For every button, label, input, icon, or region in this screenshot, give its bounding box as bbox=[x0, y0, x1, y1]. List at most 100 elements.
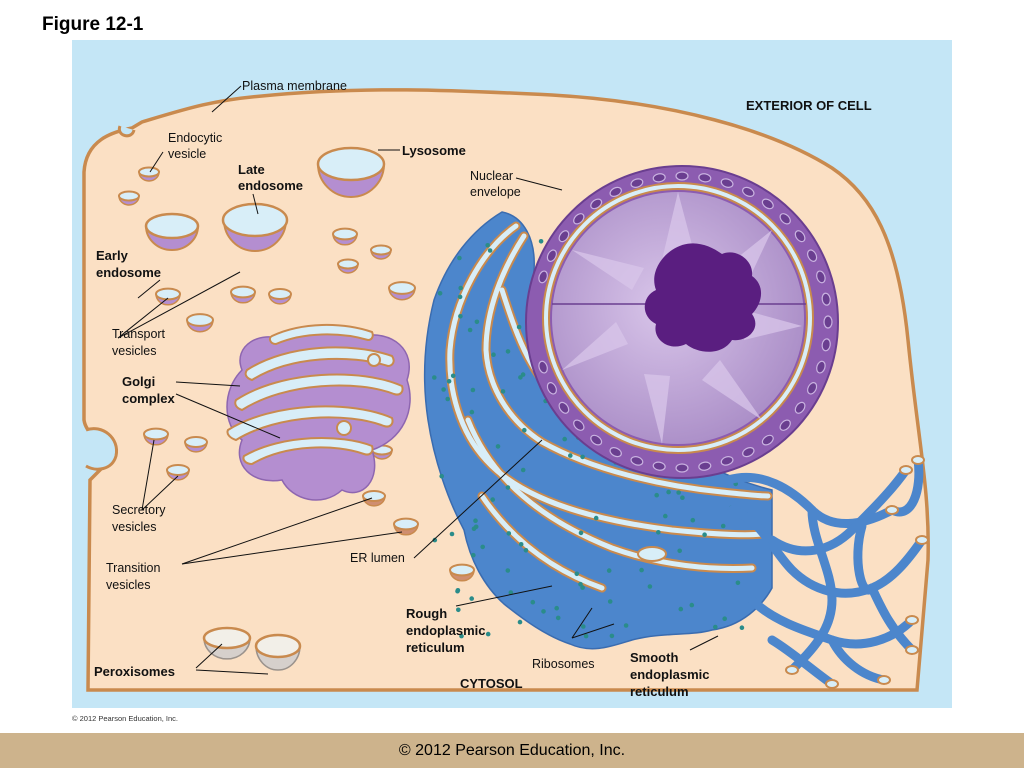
ribosome bbox=[578, 581, 583, 587]
ribosome bbox=[690, 517, 696, 523]
vesicle bbox=[449, 563, 475, 582]
ribosome bbox=[485, 243, 491, 248]
ribosome bbox=[474, 319, 480, 325]
ribosome bbox=[581, 624, 586, 629]
ribosome bbox=[607, 599, 613, 604]
nuclear-pore bbox=[609, 186, 622, 197]
nuclear-pore bbox=[720, 456, 734, 466]
ribosome bbox=[654, 492, 659, 498]
smooth-er-tube-ends bbox=[785, 455, 929, 689]
label-golgi-complex-2: complex bbox=[122, 391, 176, 406]
nuclear-pore bbox=[807, 249, 818, 262]
ribosome bbox=[522, 427, 527, 433]
ribosome bbox=[562, 436, 567, 442]
vesicle bbox=[362, 490, 386, 507]
nuclear-pore bbox=[652, 173, 666, 183]
endocytic-pit bbox=[117, 125, 136, 138]
ribosome bbox=[583, 633, 589, 639]
vesicle bbox=[166, 464, 190, 481]
vesicle bbox=[138, 166, 160, 182]
ribosome bbox=[516, 324, 522, 330]
ribosome bbox=[450, 373, 456, 379]
vesicle bbox=[370, 244, 392, 260]
footer-bar: © 2012 Pearson Education, Inc. bbox=[0, 733, 1024, 768]
nuclear-pore bbox=[538, 270, 548, 284]
vesicle bbox=[332, 227, 358, 246]
peroxisome bbox=[202, 626, 252, 660]
ribosome bbox=[574, 571, 580, 577]
label-ribosomes: Ribosomes bbox=[532, 657, 595, 671]
label-exterior-of-cell: EXTERIOR OF CELL bbox=[746, 98, 872, 113]
nuclear-pore bbox=[675, 463, 689, 473]
ribosome bbox=[517, 619, 523, 625]
ribosome bbox=[639, 567, 644, 573]
nuclear-pore bbox=[698, 173, 712, 183]
ribosome bbox=[469, 596, 475, 601]
ribosome bbox=[445, 396, 451, 402]
ribosome bbox=[720, 523, 726, 529]
leader-lines bbox=[117, 85, 719, 675]
nuclear-pore bbox=[609, 447, 622, 458]
peroxisome bbox=[254, 633, 302, 671]
label-golgi-complex-1: Golgi bbox=[122, 374, 155, 389]
ribosome bbox=[456, 607, 461, 613]
ribosome bbox=[437, 291, 443, 296]
label-er-lumen: ER lumen bbox=[350, 551, 405, 565]
lysosome bbox=[316, 146, 386, 198]
ribosome bbox=[678, 606, 684, 612]
ribosome bbox=[663, 513, 668, 519]
ribosome bbox=[458, 314, 463, 319]
ribosome bbox=[739, 625, 745, 630]
label-rough-er-2: endoplasmic bbox=[406, 623, 485, 638]
ribosome bbox=[580, 585, 585, 590]
nuclear-pore bbox=[823, 315, 833, 329]
nuclear-pore bbox=[698, 461, 712, 471]
ribosome bbox=[500, 389, 506, 394]
small-copyright: © 2012 Pearson Education, Inc. bbox=[72, 714, 179, 723]
label-lysosome: Lysosome bbox=[402, 143, 466, 158]
nuclear-pore bbox=[630, 178, 644, 188]
nuclear-pore bbox=[546, 382, 557, 395]
vesicle bbox=[186, 313, 214, 333]
nuclear-pore bbox=[546, 249, 557, 262]
vesicle bbox=[337, 258, 359, 274]
nuclear-pore bbox=[742, 447, 755, 458]
ribosome bbox=[469, 409, 475, 415]
ribosome bbox=[471, 552, 476, 558]
nuclear-pore bbox=[821, 292, 831, 306]
vesicle bbox=[230, 285, 256, 304]
ribosome bbox=[432, 537, 438, 543]
ribosome bbox=[580, 454, 585, 460]
nuclear-pore bbox=[573, 419, 585, 431]
label-cytosol: CYTOSOL bbox=[460, 676, 523, 691]
nucleolus bbox=[644, 243, 762, 352]
nuclear-pore bbox=[652, 461, 666, 471]
nuclear-pore bbox=[761, 434, 774, 446]
nuclear-pore bbox=[779, 213, 791, 225]
ribosome bbox=[677, 548, 682, 554]
ribosome bbox=[530, 599, 536, 605]
label-early-endosome-2: endosome bbox=[96, 265, 161, 280]
nuclear-pore bbox=[720, 178, 734, 188]
nuclear-pore bbox=[779, 419, 791, 431]
vesicle bbox=[184, 436, 208, 453]
ribosome bbox=[680, 495, 685, 501]
label-rough-er-3: reticulum bbox=[406, 640, 465, 655]
cell-diagram: Plasma membrane EXTERIOR OF CELL Endocyt… bbox=[72, 40, 952, 708]
ribosome bbox=[495, 444, 501, 449]
nuclear-pore bbox=[573, 213, 585, 225]
vesicle bbox=[118, 190, 140, 206]
nuclear-pore bbox=[675, 171, 689, 181]
label-transport-vesicles-2: vesicles bbox=[112, 344, 156, 358]
ribosome bbox=[467, 327, 473, 333]
ribosome bbox=[578, 530, 584, 536]
label-smooth-er-1: Smooth bbox=[630, 650, 678, 665]
nuclear-pore bbox=[558, 401, 570, 414]
ribosome bbox=[473, 524, 479, 530]
golgi-complex bbox=[226, 323, 411, 501]
vesicle bbox=[143, 427, 169, 446]
ribosome bbox=[470, 387, 476, 393]
nuclear-pore bbox=[807, 382, 818, 395]
label-rough-er-1: Rough bbox=[406, 606, 447, 621]
ribosome bbox=[541, 609, 546, 614]
